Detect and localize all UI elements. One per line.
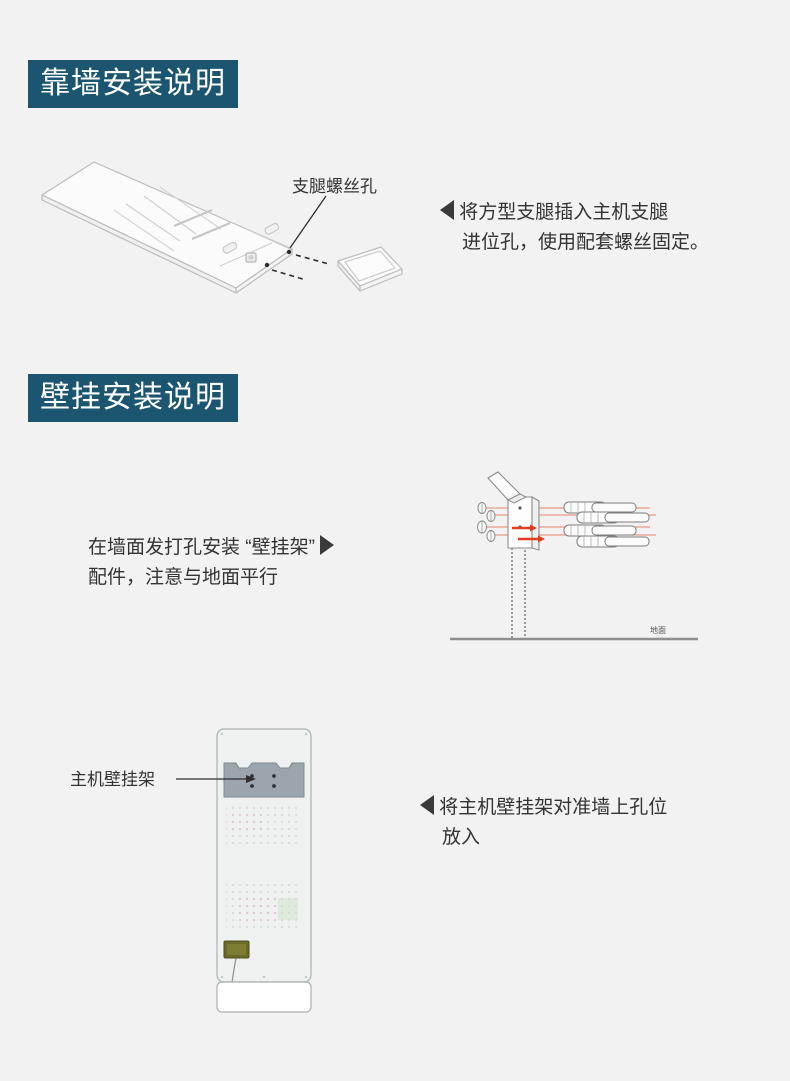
device-base <box>216 981 312 1013</box>
triangle-left-icon <box>440 200 454 220</box>
callout-leg-screw-hole: 支腿螺丝孔 <box>292 177 377 196</box>
instruction-line-2: 进位孔，使用配套螺丝固定。 <box>462 232 710 253</box>
callout-leader-line-screw-hole <box>289 195 327 249</box>
instruction-floor-stand: 将方型支腿插入主机支腿 进位孔，使用配套螺丝固定。 <box>440 198 709 258</box>
device-wall-bracket <box>223 762 305 798</box>
instruction-bracket-align: 将主机壁挂架对准墙上孔位 放入 <box>420 793 667 853</box>
screw-heads-left <box>477 502 496 542</box>
leg-screw-hole-upper <box>286 249 292 255</box>
triangle-left-icon <box>420 795 434 815</box>
instruction-line-1: 将主机壁挂架对准墙上孔位 <box>439 797 668 818</box>
callout-leader-arrow-bracket <box>176 775 256 783</box>
square-leg-part <box>337 246 403 292</box>
figure-wall-bracket <box>440 470 705 655</box>
assembly-dashed-guides <box>271 254 330 281</box>
label-ground: 地面 <box>650 626 666 635</box>
instruction-line-1: 在墙面发打孔安装 “壁挂架” <box>88 537 315 558</box>
wall-vertical-dashed-lines <box>511 548 526 638</box>
leg-screw-hole-lower <box>264 262 270 268</box>
callout-device-wall-bracket: 主机壁挂架 <box>70 770 155 789</box>
instruction-line-1: 将方型支腿插入主机支腿 <box>459 202 669 223</box>
section-title-floor-stand: 靠墙安装说明 <box>28 60 238 108</box>
section-title-wall-mount: 壁挂安装说明 <box>28 374 238 422</box>
triangle-right-icon <box>320 535 335 555</box>
instruction-wall-drill: 在墙面发打孔安装 “壁挂架” 配件，注意与地面平行 <box>88 533 335 593</box>
insertion-arrows <box>512 526 538 541</box>
wall-bracket-plate <box>487 471 540 551</box>
figure-device-rear-panel <box>196 722 328 1022</box>
insertion-arrow-heads <box>530 524 545 543</box>
body-screws <box>220 732 308 979</box>
figure-panel-assembly <box>24 148 424 328</box>
instruction-line-2: 配件，注意与地面平行 <box>88 567 279 588</box>
wall-anchors-right <box>563 501 650 548</box>
instruction-line-2: 放入 <box>442 827 481 848</box>
